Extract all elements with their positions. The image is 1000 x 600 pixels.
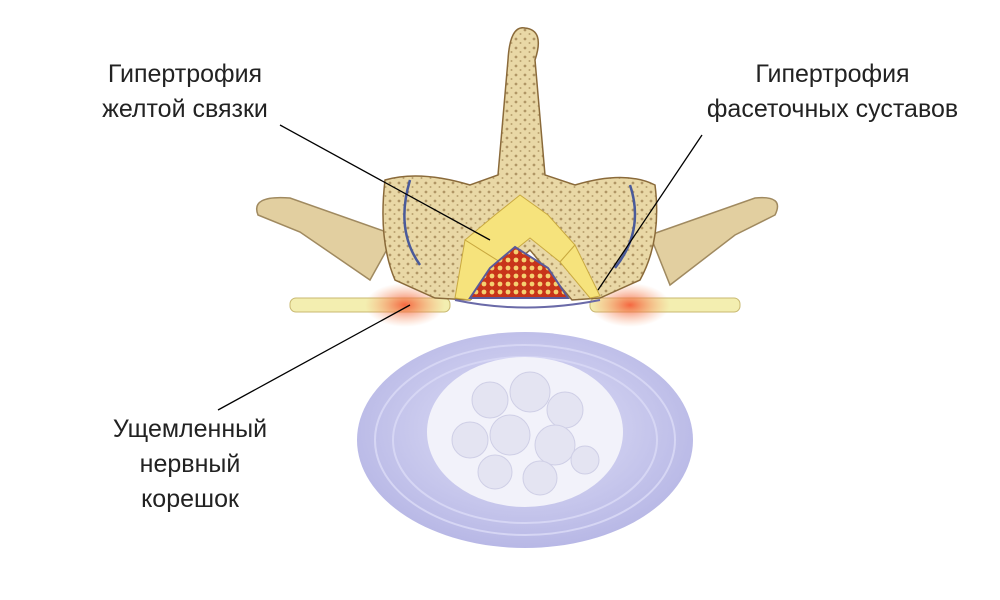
- label-facet-joints: Гипертрофия фасеточных суставов: [690, 57, 975, 127]
- ligamentum-flavum: [454, 194, 601, 301]
- transverse-process-right: [649, 196, 779, 287]
- label-line: желтой связки: [102, 95, 268, 123]
- label-line: фасеточных суставов: [706, 95, 959, 123]
- leader-line-ligament: [279, 124, 491, 241]
- transverse-process-left: [256, 196, 397, 282]
- spinal-canal: [468, 245, 570, 299]
- label-nerve-root: Ущемленный нервный корешок: [90, 412, 290, 517]
- label-line: корешок: [141, 485, 239, 513]
- label-line: Гипертрофия: [755, 60, 910, 88]
- intervertebral-disc: [357, 332, 693, 548]
- leader-line-facet: [597, 134, 703, 291]
- label-ligamentum-flavum: Гипертрофия желтой связки: [85, 57, 285, 127]
- leader-line-nerve: [217, 304, 411, 411]
- vertebral-arch: [382, 27, 658, 301]
- label-line: Ущемленный: [112, 415, 268, 443]
- label-line: Гипертрофия: [107, 60, 263, 88]
- label-line: нервный: [139, 450, 241, 478]
